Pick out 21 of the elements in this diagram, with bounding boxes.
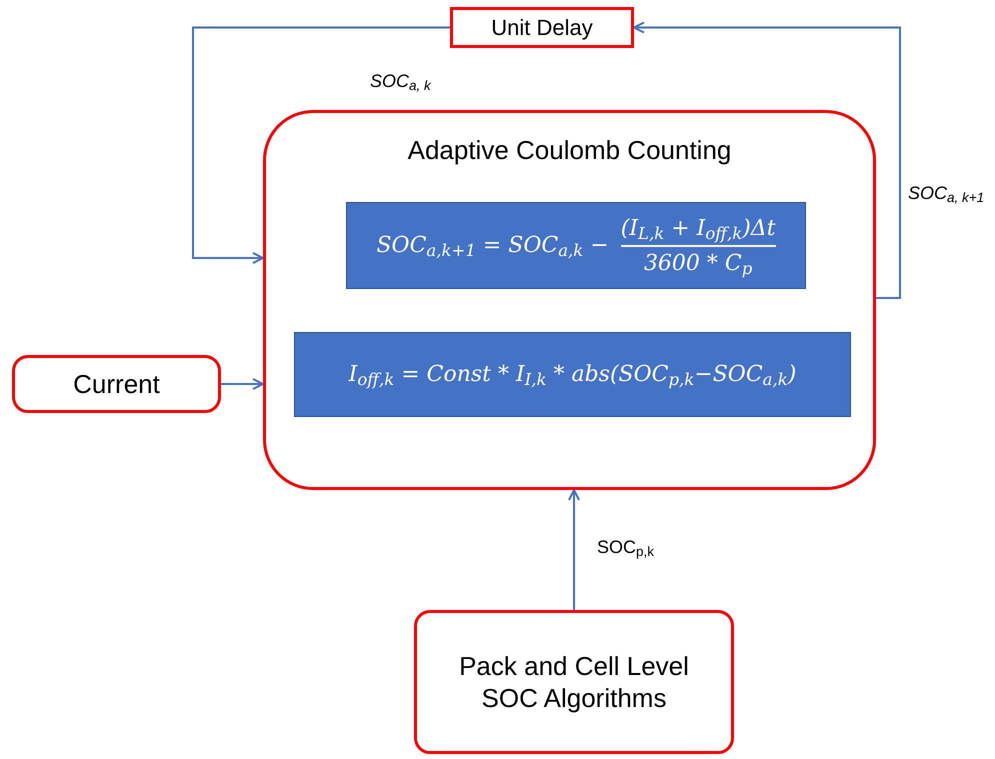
fraction-denominator: 3600 * C$_{p}$ [644, 250, 752, 280]
formula-text: SOC$_{a,k+1}$ = SOC$_{a,k}$ − [376, 232, 609, 262]
edge-label: SOC$_{p,k}$ [597, 536, 654, 561]
arrow [192, 26, 450, 264]
formula-text: I$_{off,k}$ = Const * I$_{I,k}$ * abs(SOC$_{p,k}$−SOC$_{a,k}$) [348, 361, 796, 391]
edge-label: SOC$_{a, k+1}$ [908, 182, 984, 207]
arrow [221, 378, 264, 390]
block-title: Adaptive Coulomb Counting [408, 135, 732, 165]
block-label: Pack and Cell Level SOC Algorithms [458, 650, 690, 714]
fraction-numerator: (I$_{L,k}$ + I$_{off,k}$)Δt [620, 214, 776, 244]
edge-label: SOC$_{a, k}$ [370, 70, 431, 95]
block-box [414, 610, 734, 754]
block-box [450, 7, 634, 48]
block-label: Unit Delay [491, 14, 593, 42]
arrow [633, 22, 901, 299]
block-box [263, 110, 876, 490]
arrow [568, 489, 580, 610]
block-box [12, 355, 221, 413]
formula-box [294, 332, 851, 417]
formula-box [346, 202, 806, 289]
block-label: Current [73, 368, 160, 400]
